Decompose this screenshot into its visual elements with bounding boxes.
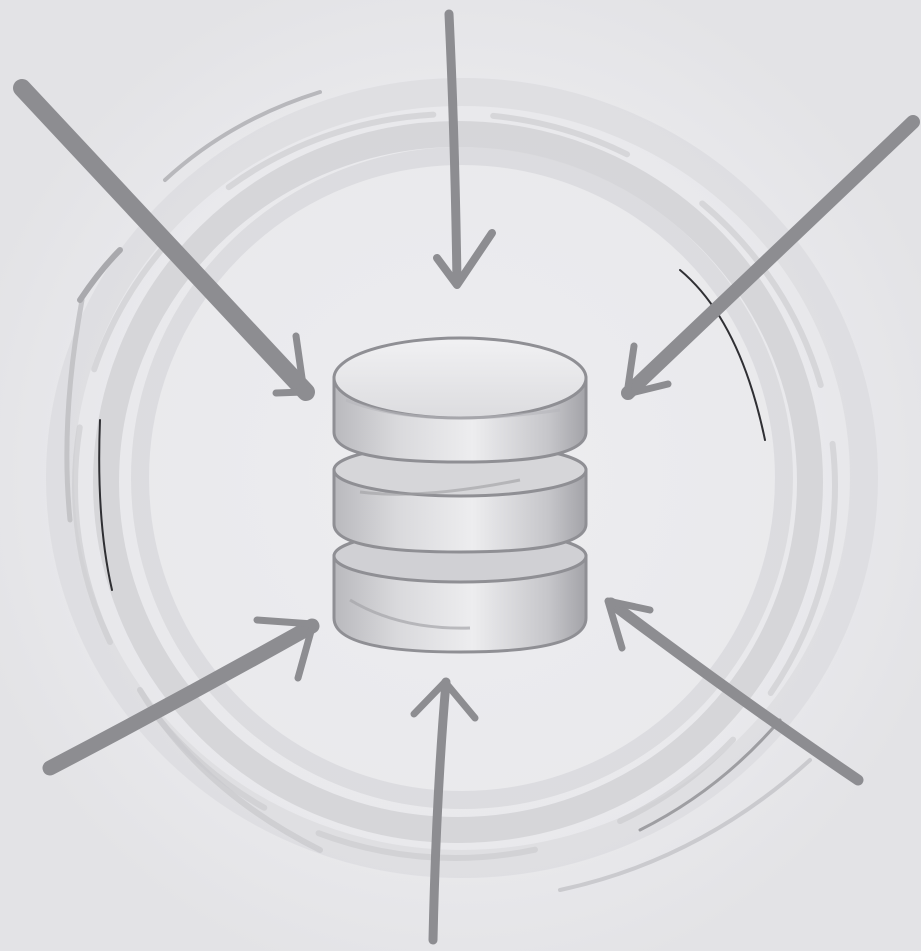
database-disc-top <box>334 338 586 462</box>
database-icon <box>334 338 586 652</box>
